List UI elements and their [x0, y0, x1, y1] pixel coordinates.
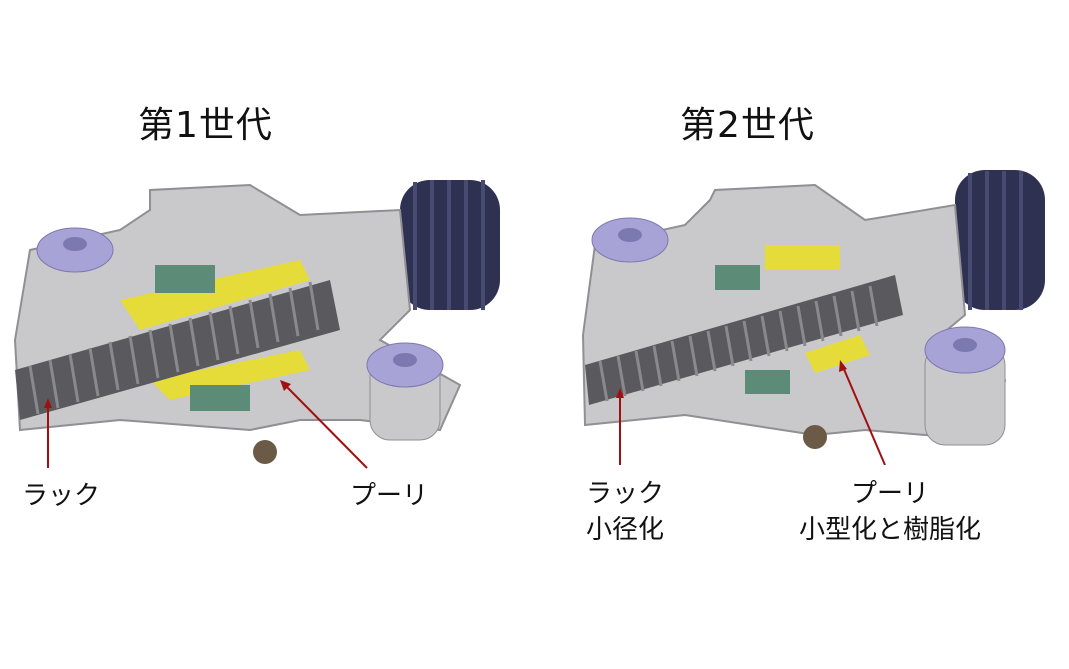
pulley-lower	[805, 335, 870, 373]
pulley-arrow	[284, 384, 368, 469]
gen1-title: 第1世代	[138, 105, 273, 146]
gen2-title: 第2世代	[680, 105, 815, 146]
gen2-pulley-text: プーリ	[850, 479, 929, 509]
pulley-arrow	[842, 366, 886, 465]
bolt	[803, 425, 827, 449]
gen2-rack-note: 小径化	[585, 515, 664, 545]
bearing-lower	[745, 370, 790, 394]
gen2-pulley-note: 小型化と樹脂化	[798, 515, 981, 545]
bearing-upper	[155, 265, 215, 293]
boot	[400, 180, 500, 310]
pulley-upper	[120, 260, 310, 330]
gen1-pulley-label: プーリ	[350, 481, 429, 511]
gen2-steering-gear-cutaway	[581, 170, 1045, 465]
bolt	[253, 440, 277, 464]
bearing-lower	[190, 385, 250, 411]
boot	[955, 170, 1045, 310]
gen2-rack-text: ラック	[585, 479, 664, 509]
gen2-rack-label: ラック 小径化	[570, 476, 680, 548]
gen2-pulley-label: プーリ 小型化と樹脂化	[770, 476, 1010, 548]
rack	[15, 280, 340, 420]
rack	[585, 275, 903, 405]
gen1-rack-label: ラック	[22, 481, 101, 511]
gen1-steering-gear-cutaway	[13, 180, 500, 469]
bearing-upper	[715, 265, 760, 290]
pulley-upper	[765, 245, 840, 270]
